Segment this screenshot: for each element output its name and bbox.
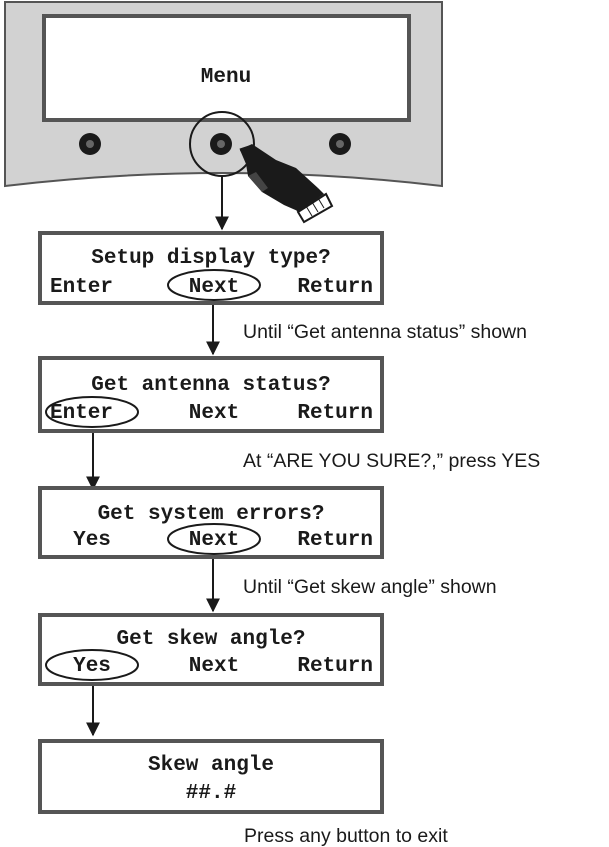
screen-get-antenna-status: Get antenna status? Enter Next Return <box>38 356 384 433</box>
screen-prompt: Get antenna status? <box>91 374 330 397</box>
option-yes[interactable]: Yes <box>73 529 111 552</box>
exit-note: Press any button to exit <box>244 825 448 847</box>
option-next[interactable]: Next <box>189 655 239 678</box>
option-return[interactable]: Return <box>297 529 373 552</box>
screen-prompt: Get skew angle? <box>116 628 305 651</box>
option-return[interactable]: Return <box>297 276 373 299</box>
pointing-hand-icon <box>239 144 334 224</box>
option-enter[interactable]: Enter <box>50 276 113 299</box>
option-enter[interactable]: Enter <box>50 402 113 425</box>
skew-angle-value: ##.# <box>186 782 236 805</box>
option-return[interactable]: Return <box>297 655 373 678</box>
screen-skew-angle-result: Skew angle ##.# <box>38 739 384 814</box>
device-screen-text: Menu <box>201 66 251 89</box>
screen-title: Skew angle <box>148 754 274 777</box>
step-note: At “ARE YOU SURE?,” press YES <box>243 450 540 472</box>
screen-get-system-errors: Get system errors? Yes Next Return <box>38 486 384 559</box>
option-next[interactable]: Next <box>189 402 239 425</box>
option-next[interactable]: Next <box>189 529 239 552</box>
next-highlight-ellipse <box>167 269 261 301</box>
screen-get-skew-angle: Get skew angle? Yes Next Return <box>38 613 384 686</box>
option-return[interactable]: Return <box>297 402 373 425</box>
next-highlight-ellipse <box>167 523 261 555</box>
device-screen <box>42 14 411 122</box>
screen-setup-display-type: Setup display type? Enter Next Return <box>38 231 384 305</box>
screen-prompt: Get system errors? <box>98 503 325 526</box>
step-note: Until “Get antenna status” shown <box>243 321 527 343</box>
enter-highlight-ellipse <box>45 396 139 428</box>
step-note: Until “Get skew angle” shown <box>243 576 497 598</box>
yes-highlight-ellipse <box>45 649 139 681</box>
option-next[interactable]: Next <box>189 276 239 299</box>
option-yes[interactable]: Yes <box>73 655 111 678</box>
screen-prompt: Setup display type? <box>91 247 330 270</box>
device-panel: Menu <box>4 1 443 188</box>
